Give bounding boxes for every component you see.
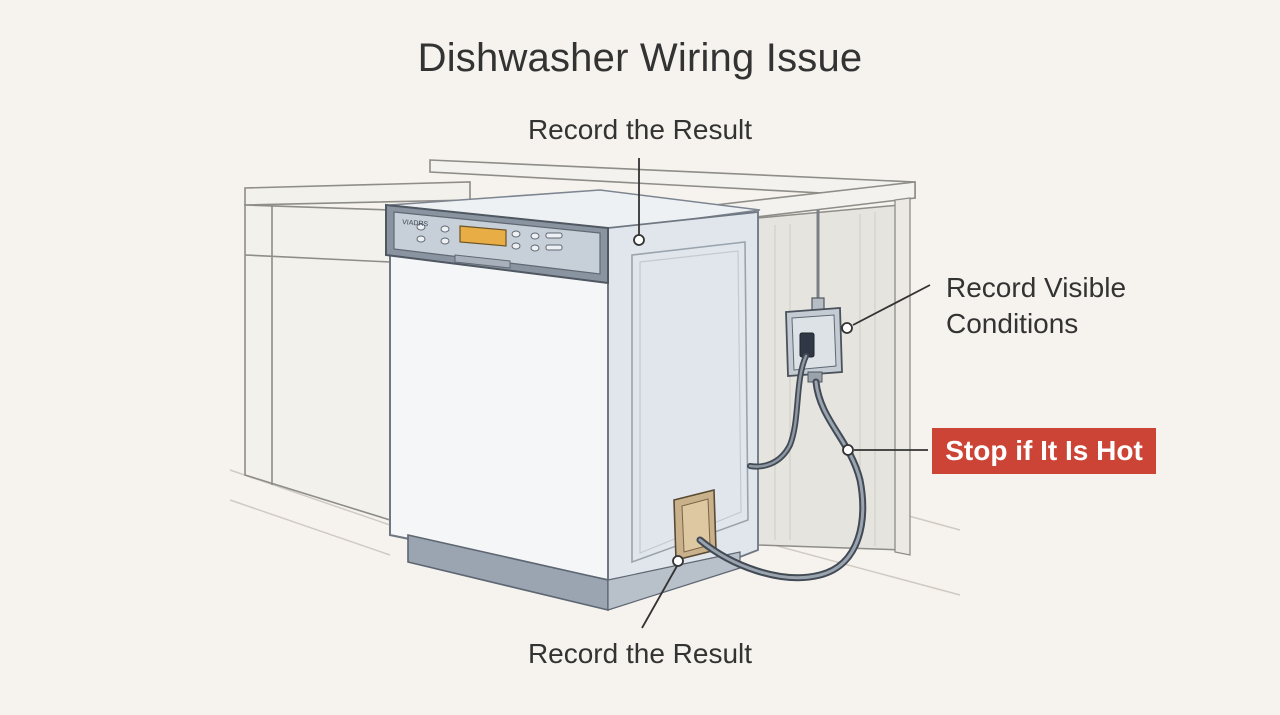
display-panel	[459, 225, 507, 247]
dishwasher-side	[607, 210, 759, 610]
callout-bottom-label: Record the Result	[527, 638, 753, 669]
power-cables	[696, 353, 867, 582]
wall-outlet-box	[785, 297, 843, 383]
left-cabinets	[244, 181, 471, 522]
control-panel: VIADRS	[385, 203, 609, 285]
junction-callout-dot	[672, 555, 684, 567]
cabinet-cavity	[757, 197, 911, 556]
callout-top-label: Record the Result	[527, 114, 753, 145]
diagram-title: Dishwasher Wiring Issue	[417, 36, 863, 80]
top-callout-dot	[633, 234, 645, 246]
countertop	[429, 159, 916, 223]
warning-badge: Stop if It Is Hot	[932, 428, 1156, 474]
callout-leaders	[633, 158, 931, 629]
brand-logo-text: VIADRS	[402, 219, 429, 228]
outlet-callout-dot	[841, 322, 853, 334]
dishwasher-front	[389, 253, 741, 612]
callout-outlet-label: Record Visible Conditions	[946, 270, 1186, 342]
cable-callout-dot	[842, 444, 854, 456]
callout-outlet-line2: Conditions	[946, 308, 1079, 339]
callout-outlet-line1: Record Visible	[946, 272, 1127, 303]
